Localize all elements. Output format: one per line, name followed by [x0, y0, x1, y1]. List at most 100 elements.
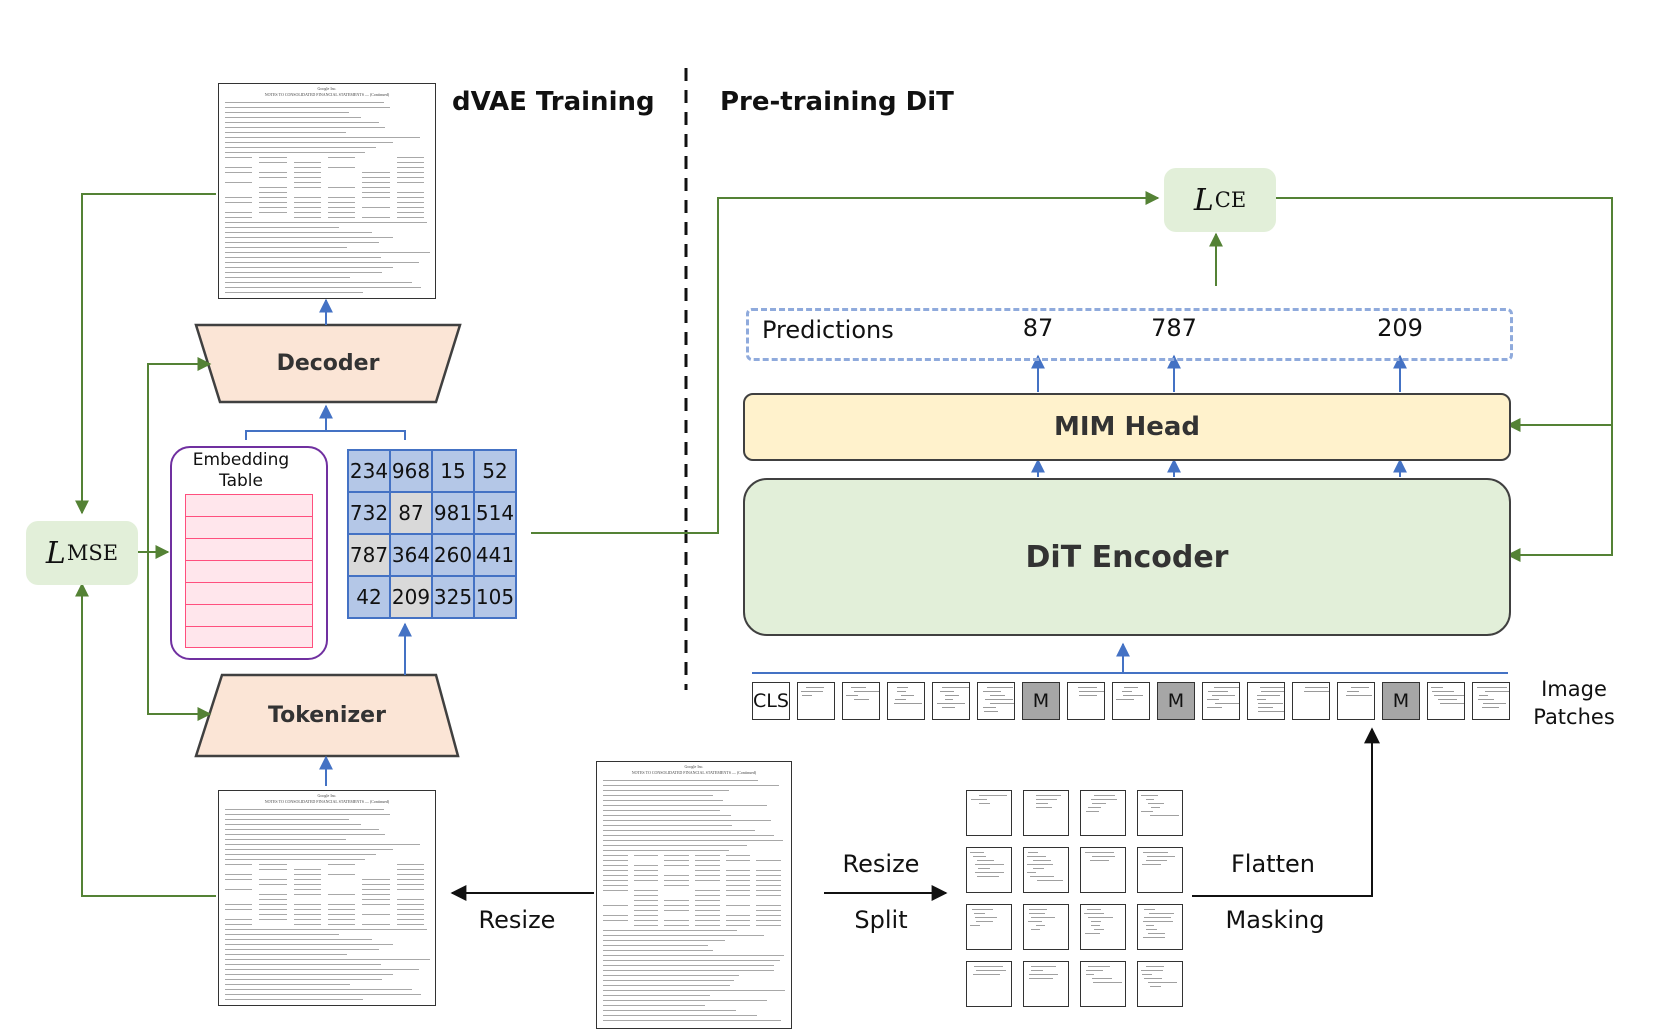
patch-text-line: [1121, 691, 1133, 692]
prediction-value-1: 87: [1022, 314, 1054, 342]
document-text-line: [225, 137, 420, 138]
document-text-line: [225, 994, 422, 995]
document-text-line: [225, 989, 412, 990]
document-text-line: [695, 865, 720, 866]
document-text-line: [225, 974, 393, 975]
patch-text-line: [1091, 978, 1113, 979]
patch-text-line: [1085, 974, 1095, 975]
patch-text-line: [972, 856, 987, 857]
document-text-line: [259, 157, 287, 158]
document-text-line: [396, 899, 425, 900]
patch-text-line: [972, 909, 994, 910]
patch-thumbnail-icon: [1337, 682, 1375, 720]
document-text-line: [725, 925, 751, 926]
document-text-line: [225, 864, 253, 865]
document-text-line: [362, 192, 390, 193]
patch-text-line: [1087, 917, 1113, 918]
patch-text-line: [1145, 966, 1164, 967]
split-label: Split: [854, 906, 908, 934]
document-text-line: [328, 904, 356, 905]
document-text-line: [293, 919, 322, 920]
patch-text-line: [1035, 803, 1048, 804]
predictions-box: [746, 308, 1513, 361]
resize-right-label: Resize: [842, 850, 920, 878]
patch-text-line: [851, 687, 866, 688]
patch-text-line: [1030, 929, 1041, 930]
document-text-line: [756, 910, 781, 911]
document-text-line: [756, 860, 781, 861]
document-text-line: [664, 875, 689, 876]
document-text-line: [695, 875, 720, 876]
document-text-line: [259, 909, 287, 910]
token-cell: 15: [432, 450, 474, 492]
document-text-line: [293, 904, 322, 905]
document-text-line: [225, 292, 363, 293]
document-text-line: [603, 875, 628, 876]
document-text-line: [756, 885, 781, 886]
document-text-line: [396, 177, 425, 178]
document-text-line: [664, 860, 689, 861]
document-text-line: [328, 207, 356, 208]
patch-text-line: [1088, 807, 1102, 808]
patch-text-line: [1256, 699, 1267, 700]
document-text-line: [603, 980, 734, 981]
patch-text-line: [1214, 703, 1239, 704]
patch-thumbnail-icon: [1112, 682, 1150, 720]
document-text-line: [756, 920, 781, 921]
patch-thumbnail-icon: [1080, 961, 1126, 1007]
document-text-line: [725, 885, 751, 886]
patch-text-line: [1035, 799, 1058, 800]
document-text-line: [396, 197, 425, 198]
document-text-line: [225, 142, 393, 143]
patch-thumbnail-icon: [1137, 790, 1183, 836]
mse-loss-symbol: L: [45, 535, 66, 571]
document-text-line: [259, 894, 287, 895]
document-text-line: [603, 1020, 782, 1021]
input-doc-company: Google Inc.: [317, 793, 337, 798]
patch-text-line: [1258, 703, 1284, 704]
tokenizer-label: Tokenizer: [268, 703, 386, 728]
document-text-line: [633, 855, 659, 856]
original-doc-heading: NOTES TO CONSOLIDATED FINANCIAL STATEMEN…: [631, 770, 757, 775]
document-text-line: [259, 202, 287, 203]
document-text-line: [225, 819, 349, 820]
patch-text-line: [989, 703, 1014, 704]
document-text-line: [225, 964, 381, 965]
document-text-line: [225, 809, 384, 810]
document-text-line: [328, 909, 356, 910]
patch-text-line: [1141, 970, 1163, 971]
patch-text-line: [1029, 974, 1059, 975]
patch-text-line: [900, 695, 914, 696]
document-text-line: [225, 844, 420, 845]
patch-thumbnail-icon: [1137, 904, 1183, 950]
patch-text-line: [944, 699, 954, 700]
token-cell: 52: [474, 450, 516, 492]
patch-text-line: [1476, 687, 1507, 688]
document-text-line: [293, 182, 322, 183]
document-text-line: [396, 919, 425, 920]
document-text-line: [695, 880, 720, 881]
patch-text-line: [1144, 978, 1162, 979]
document-text-line: [396, 909, 425, 910]
document-text-line: [225, 904, 253, 905]
patch-text-line: [1027, 864, 1053, 865]
document-text-line: [225, 232, 372, 233]
document-text-line: [225, 212, 253, 213]
document-text-line: [695, 915, 720, 916]
document-text-line: [633, 925, 659, 926]
token-cell: 981: [432, 492, 474, 534]
document-text-line: [603, 890, 628, 891]
document-text-line: [725, 860, 751, 861]
resize-left-label: Resize: [478, 906, 556, 934]
patch-text-line: [1142, 937, 1165, 938]
document-text-line: [225, 834, 386, 835]
patch-text-line: [1147, 982, 1177, 983]
patch-text-line: [1434, 695, 1464, 696]
embedding-row: [186, 539, 312, 561]
document-text-line: [664, 905, 689, 906]
patch-thumbnail-icon: [1023, 961, 1069, 1007]
document-text-line: [328, 167, 356, 168]
patch-text-line: [1149, 986, 1162, 987]
patch-text-line: [1485, 691, 1509, 692]
